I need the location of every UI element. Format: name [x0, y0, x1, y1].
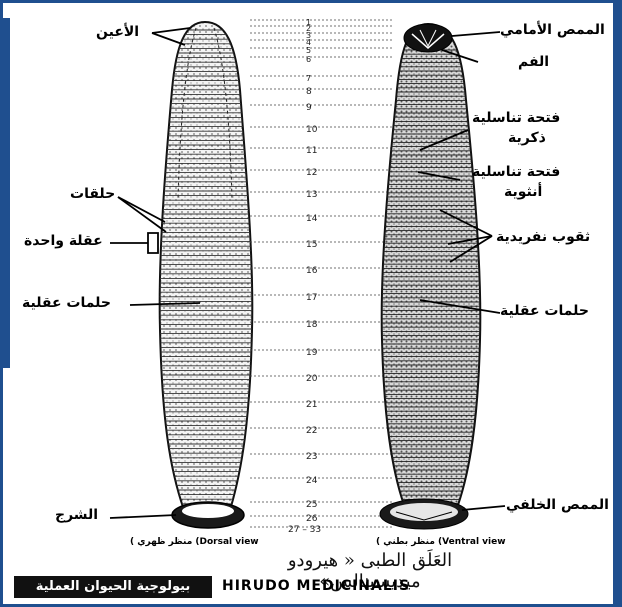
segment-number: 24	[306, 476, 317, 486]
ventral-leech-body	[375, 24, 490, 529]
segment-number: 15	[306, 240, 317, 250]
segment-number: 27 – 33	[288, 525, 321, 535]
segment-number: 18	[306, 320, 317, 330]
segment-number: 6	[306, 55, 311, 64]
segment-number: 17	[306, 293, 317, 303]
label-nephridiopores: ثقوب نفريدية	[496, 229, 590, 245]
label-anterior-sucker: الممص الأمامي	[500, 22, 605, 38]
label-male-opening-1: فتحة تناسلية	[472, 110, 560, 126]
label-female-opening-2: أنثوية	[504, 184, 542, 200]
course-banner: بيولوجية الحيوان العملية	[14, 576, 212, 598]
segment-number: 5	[306, 46, 311, 55]
segment-number: 19	[306, 348, 317, 358]
segment-number: 12	[306, 168, 317, 178]
label-one-segment: عقلة واحدة	[24, 233, 103, 249]
segment-number: 22	[306, 426, 317, 436]
label-segmental-papillae-left: حلمات عقلية	[22, 295, 111, 311]
segment-number: 9	[306, 103, 312, 113]
segment-number: 13	[306, 190, 317, 200]
segment-number: 26	[306, 514, 317, 524]
label-posterior-sucker: الممص الخلفي	[506, 497, 609, 513]
segment-number: 11	[306, 146, 317, 156]
segment-number: 10	[306, 125, 317, 135]
dorsal-view-label: ( منظر ظهري (Dorsal view	[130, 537, 259, 547]
segment-number: 14	[306, 214, 317, 224]
segment-number: 16	[306, 266, 317, 276]
dorsal-leech-body	[150, 22, 260, 528]
label-anus: الشرج	[55, 507, 98, 523]
label-female-opening-1: فتحة تناسلية	[472, 164, 560, 180]
label-annuli: حلقات	[70, 186, 115, 202]
segment-guide-lines	[250, 20, 394, 527]
label-mouth: الفم	[518, 54, 549, 70]
segment-number: 25	[306, 500, 317, 510]
segment-number: 23	[306, 452, 317, 462]
label-eyes: الأعين	[96, 24, 139, 40]
species-name: HIRUDO MEDICINALIS	[222, 578, 410, 594]
ventral-view-label: ( منظر بطني (Ventral view	[376, 537, 506, 547]
label-male-opening-2: ذكرية	[508, 130, 546, 146]
segment-number: 20	[306, 374, 317, 384]
segment-number: 21	[306, 400, 317, 410]
segment-number: 7	[306, 74, 311, 83]
label-segmental-papillae-right: حلمات عقلية	[500, 303, 589, 319]
segment-number: 8	[306, 87, 312, 97]
